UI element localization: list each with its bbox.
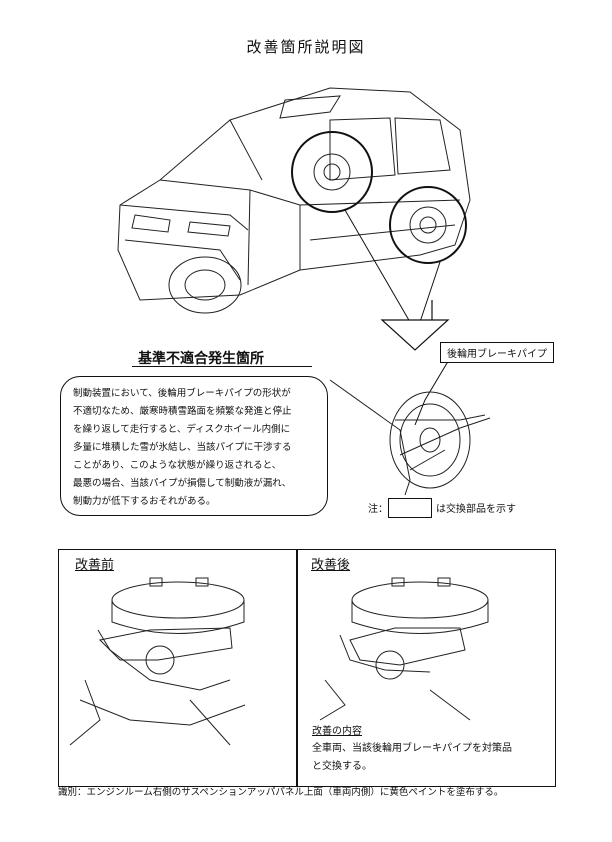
note-suffix: は交換部品を示す <box>436 504 516 515</box>
note-legend-box <box>388 498 432 518</box>
zoom-circle-contents <box>313 153 447 244</box>
label-leader-line <box>414 357 451 426</box>
down-arrow <box>380 300 450 351</box>
heading-underline <box>132 366 312 367</box>
explanation-line: 最悪の場合、当該パイプが損傷して制動液が漏れ、 <box>73 478 292 489</box>
after-label: 改善後 <box>311 558 351 573</box>
zoom-circles <box>291 131 467 264</box>
page-title: 改善箇所説明図 <box>246 38 366 56</box>
improvement-content-heading: 改善の内容 <box>312 726 362 737</box>
brake-drum-detail <box>329 379 491 496</box>
improvement-content-body: 全車両、当該後輪用ブレーキパイプを対策品 と交換する。 <box>312 740 512 776</box>
explanation-line: 多量に堆積した雪が氷結し、当該パイプに干渉する <box>73 442 292 453</box>
after-diagram <box>319 577 489 721</box>
explanation-line: 制動装置において、後輪用ブレーキパイプの形状が <box>73 388 291 399</box>
section-heading: 基準不適合発生箇所 <box>138 351 264 367</box>
content-line: と交換する。 <box>312 761 372 772</box>
before-label: 改善前 <box>75 558 115 573</box>
explanation-line: を繰り返して走行すると、ディスクホイール内側に <box>73 424 291 435</box>
pointer-lines <box>344 209 441 323</box>
car-illustration <box>117 87 471 314</box>
explanation-box: 制動装置において、後輪用ブレーキパイプの形状が 不適切なため、厳寒時積雪路面を頻… <box>60 376 328 516</box>
content-line: 全車両、当該後輪用ブレーキパイプを対策品 <box>312 743 512 754</box>
before-panel: 改善前 <box>58 549 298 787</box>
note-prefix: 注： <box>368 504 388 515</box>
explanation-line: ことがあり、このような状態が繰り返されると、 <box>73 460 282 471</box>
brake-pipe-label: 後輪用ブレーキパイプ <box>440 342 554 363</box>
before-diagram <box>69 577 246 746</box>
explanation-line: 不適切なため、厳寒時積雪路面を頻繁な発進と停止 <box>73 406 292 417</box>
identification-note: 識別：エンジンルーム右側のサスペンションアッパパネル上面（車両内側）に黄色ペイン… <box>58 787 504 798</box>
after-panel: 改善後 <box>296 549 556 787</box>
explanation-line: 制動力が低下するおそれがある。 <box>73 496 216 507</box>
